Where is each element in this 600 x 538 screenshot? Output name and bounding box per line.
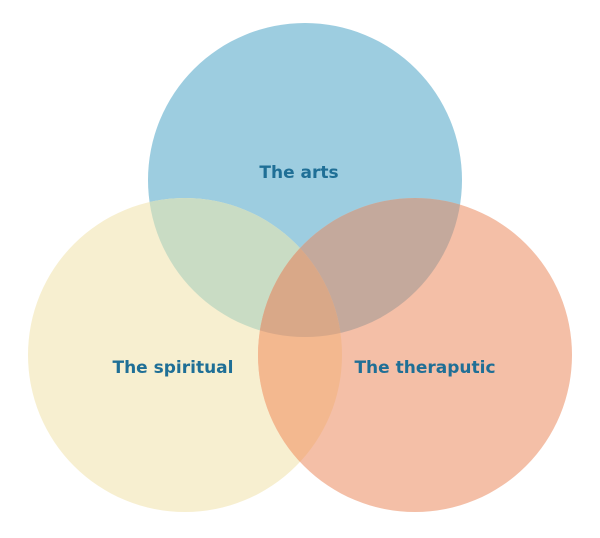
label-arts: The arts — [259, 163, 338, 183]
label-spiritual: The spiritual — [112, 358, 233, 378]
label-therapeutic: The theraputic — [354, 358, 495, 378]
overlap-arts-therapeutic — [258, 198, 462, 337]
overlap-arts-spiritual — [148, 198, 342, 337]
